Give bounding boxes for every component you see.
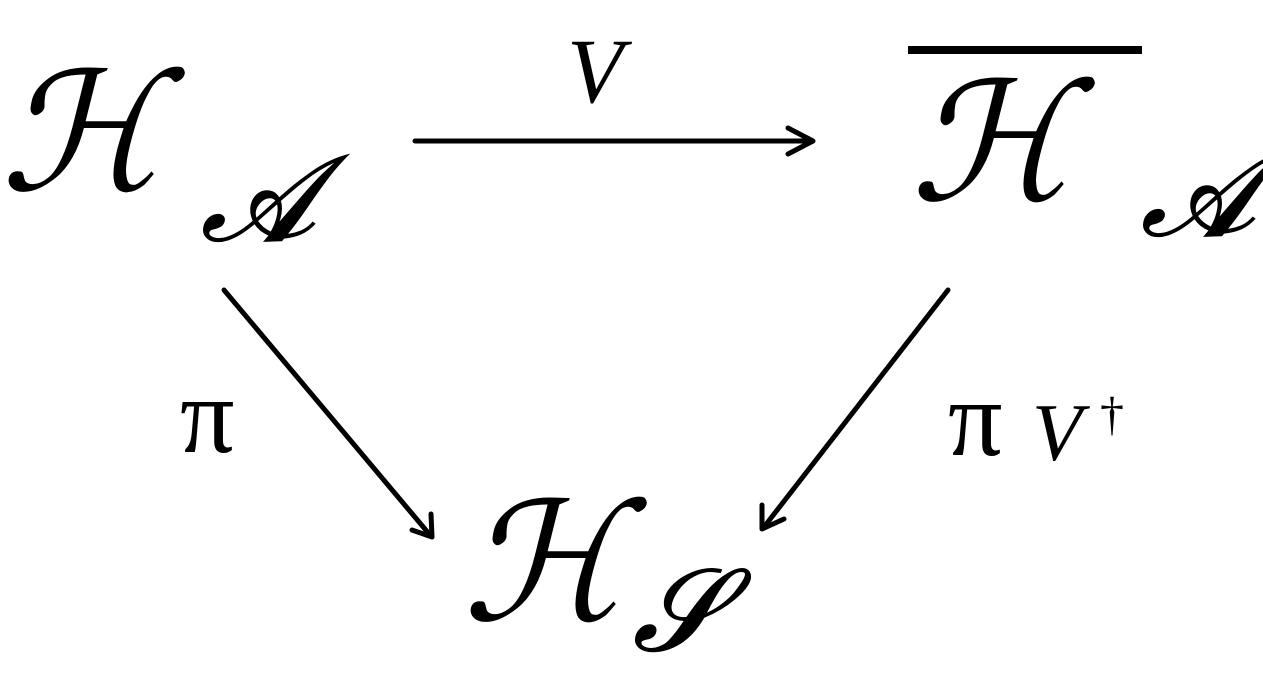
node-top-left: ℋ 𝓐 xyxy=(0,37,351,269)
edge-top-arrowhead xyxy=(785,125,816,157)
edge-right-label-dagger: † xyxy=(1100,388,1124,441)
edge-left-label: π xyxy=(180,357,235,476)
edge-left-arrowhead xyxy=(409,511,435,540)
edge-right: π V † xyxy=(759,287,1124,532)
edge-left: π xyxy=(180,287,435,540)
node-bottom-symbol: ℋ xyxy=(462,467,648,659)
node-top-right: ℋ 𝓐 xyxy=(908,46,1263,264)
edge-right-arrowhead xyxy=(759,502,787,532)
edge-right-line xyxy=(761,287,951,530)
node-bottom: ℋ 𝓢 xyxy=(462,467,752,678)
edge-right-label-v: V xyxy=(1032,387,1090,478)
node-top-right-symbol: ℋ xyxy=(910,47,1096,239)
edge-top-label: V xyxy=(567,20,633,122)
edge-left-line xyxy=(221,287,433,538)
node-bottom-subscript: 𝓢 xyxy=(632,544,752,678)
node-top-left-symbol: ℋ xyxy=(0,37,186,229)
node-top-right-subscript: 𝓐 xyxy=(1140,125,1263,264)
node-top-left-subscript: 𝓐 xyxy=(200,130,351,269)
edge-right-label-pi: π xyxy=(948,360,1003,479)
edge-top: V xyxy=(412,20,816,157)
